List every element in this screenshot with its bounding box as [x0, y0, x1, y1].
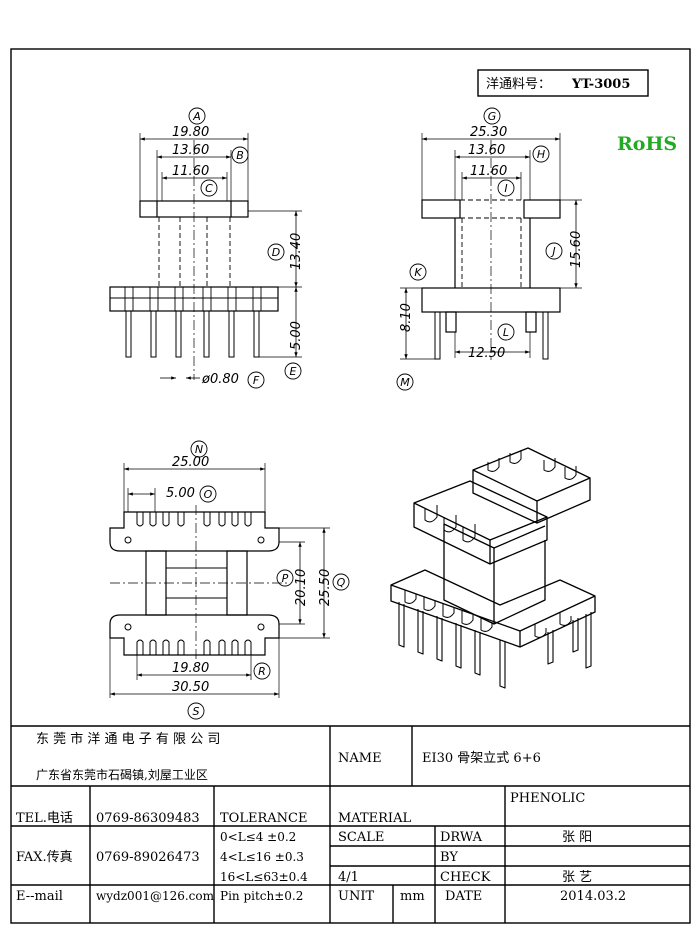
- tolerance-range-1: 0<L≤4 ±0.2: [220, 830, 296, 844]
- drawn-by-value: 张 阳: [562, 830, 592, 845]
- company-address: 广东省东莞市石碣镇,刘屋工业区: [36, 767, 208, 782]
- part-number-box: 洋通料号： YT-3005: [477, 69, 649, 97]
- material-value: PHENOLIC: [510, 791, 585, 806]
- marker-j: J: [550, 245, 555, 258]
- marker-f: F: [253, 374, 260, 387]
- marker-e: E: [290, 365, 297, 378]
- dim-front-pin-diameter: ø0.80: [201, 372, 239, 387]
- marker-o: O: [204, 488, 213, 501]
- unit-label: UNIT: [338, 889, 374, 904]
- material-label: MATERIAL: [338, 811, 411, 826]
- marker-c: C: [205, 182, 213, 195]
- dim-front-width: 19.80: [172, 125, 209, 140]
- front-view-labels: 19.80 13.60 11.60 13.40 5.00 ø0.80 A B C…: [172, 107, 304, 389]
- front-view: [109, 133, 302, 380]
- fax-value: 0769-89026473: [96, 850, 200, 865]
- marker-a: A: [192, 110, 201, 123]
- check-value: 张 艺: [562, 870, 592, 885]
- dim-front-height: 13.40: [289, 233, 304, 270]
- dim-side-core: 11.60: [470, 164, 507, 179]
- dim-bottom-depth: 25.50: [318, 569, 333, 606]
- email-value: wydz001@126.com: [96, 889, 215, 903]
- dim-side-leg-span: 12.50: [468, 346, 505, 361]
- tolerance-label: TOLERANCE: [220, 811, 307, 826]
- name-label: NAME: [338, 751, 382, 766]
- dim-bottom-total: 30.50: [172, 680, 209, 695]
- fax-label: FAX.传真: [16, 850, 73, 865]
- marker-s: S: [193, 705, 200, 718]
- tel-value: 0769-86309483: [96, 811, 200, 826]
- part-number-value: YT-3005: [571, 77, 630, 92]
- check-label: CHECK: [440, 870, 491, 885]
- marker-g: G: [488, 110, 497, 123]
- marker-p: P: [282, 572, 289, 585]
- dim-bottom-width: 25.00: [172, 455, 209, 470]
- dim-side-flange: 13.60: [468, 143, 505, 158]
- dim-side-height: 15.60: [569, 231, 584, 268]
- dim-side-width: 25.30: [470, 125, 507, 140]
- name-value: EI30 骨架立式 6+6: [422, 751, 541, 766]
- marker-k: K: [414, 266, 422, 279]
- tolerance-range-2: 4<L≤16 ±0.3: [220, 850, 304, 864]
- part-number-label: 洋通料号：: [486, 77, 551, 92]
- date-value: 2014.03.2: [560, 889, 626, 904]
- dim-bottom-inner: 20.10: [294, 569, 309, 606]
- marker-q: Q: [337, 576, 346, 589]
- email-label: E--mail: [16, 889, 63, 904]
- marker-m: M: [400, 376, 410, 389]
- tolerance-range-3: 16<L≤63±0.4: [220, 870, 308, 884]
- marker-r: R: [258, 665, 266, 678]
- tel-label: TEL.电话: [16, 811, 73, 826]
- drawn-by-label-2: BY: [440, 850, 458, 865]
- dim-front-core: 11.60: [172, 164, 209, 179]
- tolerance-pin-pitch: Pin pitch±0.2: [220, 889, 303, 903]
- scale-value: 4/1: [338, 870, 359, 885]
- dim-bottom-pin-span: 19.80: [172, 661, 209, 676]
- scale-label: SCALE: [338, 830, 384, 845]
- marker-b: B: [236, 149, 244, 162]
- dim-side-standoff: 8.10: [399, 303, 414, 332]
- marker-i: I: [504, 182, 507, 195]
- dim-front-flange: 13.60: [172, 143, 209, 158]
- marker-d: D: [272, 246, 280, 259]
- marker-h: H: [537, 148, 545, 161]
- marker-n: N: [195, 443, 203, 456]
- side-view: [400, 133, 582, 360]
- isometric-view: [390, 447, 596, 689]
- unit-value: mm: [400, 889, 425, 904]
- dim-bottom-slot: 5.00: [166, 486, 195, 501]
- marker-l: L: [503, 326, 509, 339]
- bottom-view-labels: 25.00 5.00 20.10 25.50 19.80 30.50 N O P…: [166, 440, 350, 720]
- date-label: DATE: [445, 889, 482, 904]
- company-name: 东 莞 市 洋 通 电 子 有 限 公 司: [36, 731, 220, 747]
- title-block-text: 东 莞 市 洋 通 电 子 有 限 公 司 广东省东莞市石碣镇,刘屋工业区 NA…: [16, 731, 626, 904]
- drawn-by-label-1: DRWA: [440, 830, 483, 845]
- bottom-view: [109, 463, 330, 698]
- title-block: [11, 725, 690, 923]
- side-view-labels: 25.30 13.60 11.60 15.60 8.10 12.50 G H I…: [396, 107, 584, 391]
- rohs-mark: RoHS: [617, 133, 677, 155]
- dim-front-pin-length: 5.00: [289, 321, 304, 350]
- sheet-border: [10, 48, 691, 924]
